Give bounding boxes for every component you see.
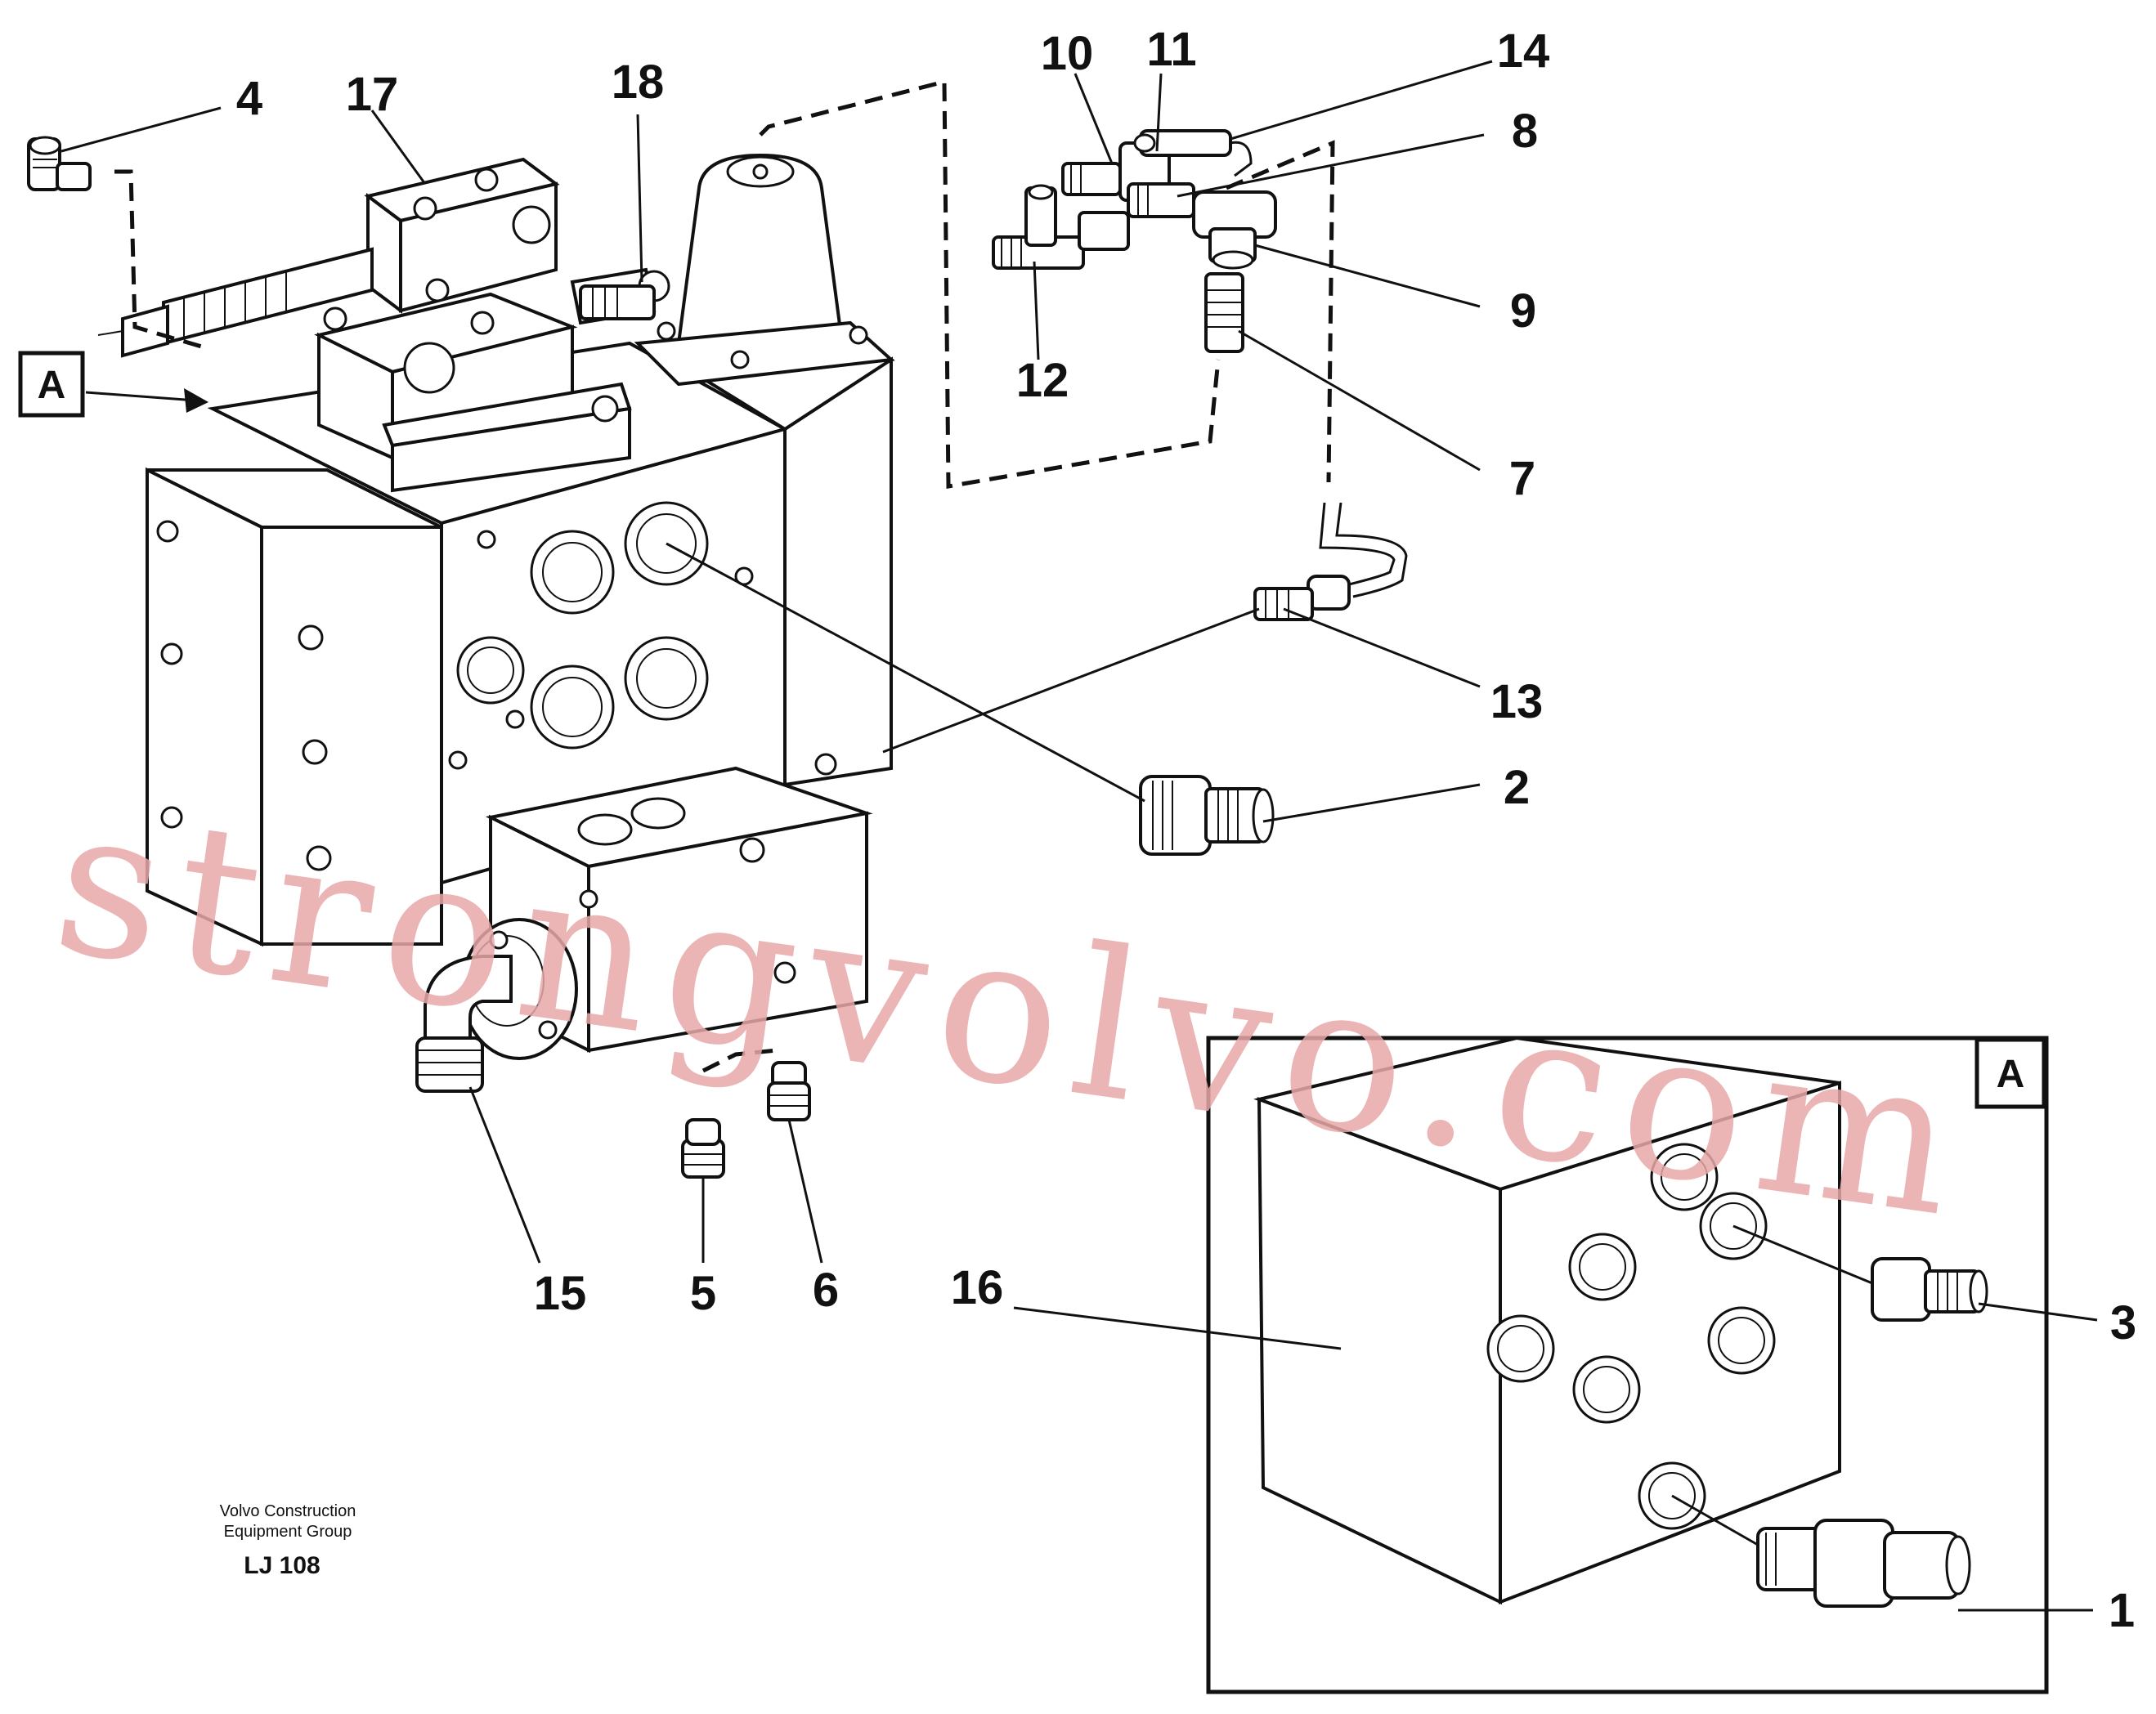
detail-frame [1206, 1036, 2049, 1694]
fitting-9-elbow [1192, 190, 1277, 270]
fitting-18-adapter [579, 284, 656, 320]
view-a-label-box [18, 351, 85, 418]
footer-company-line2: Equipment Group [224, 1523, 352, 1541]
fitting-6-plug [767, 1061, 811, 1121]
callout-16: 16 [951, 1261, 1004, 1314]
fitting-4-elbow [27, 136, 92, 191]
callout-18: 18 [612, 56, 665, 109]
detail-view-a: A [1206, 1036, 2049, 1694]
footer: Volvo Construction Equipment Group LJ 10… [220, 1502, 356, 1579]
detail-label-box [1974, 1037, 2046, 1109]
callout-17: 17 [346, 68, 399, 121]
fitting-7-connector [1204, 272, 1244, 353]
callout-1: 1 [2109, 1584, 2135, 1637]
callout-9: 9 [1510, 284, 1536, 338]
callout-7: 7 [1509, 452, 1535, 505]
left-end-plate [146, 467, 443, 947]
leader-lines [61, 60, 2098, 1612]
callout-15: 15 [534, 1267, 587, 1320]
dashed-connections [114, 78, 1335, 1073]
callout-10: 10 [1041, 27, 1094, 80]
callout-2: 2 [1504, 761, 1530, 814]
fitting-14-pipe [1230, 141, 1253, 177]
solenoid-coil [97, 247, 374, 358]
fitting-12-tee [992, 184, 1130, 270]
callout-3: 3 [2110, 1296, 2136, 1349]
callout-5: 5 [690, 1267, 716, 1320]
solenoid-valve [97, 157, 632, 493]
valve-assembly [97, 153, 895, 1060]
fitting-8-union [1127, 182, 1195, 218]
callout-12: 12 [1016, 354, 1069, 407]
fitting-3-nipple [1871, 1257, 1988, 1322]
fitting-13-pipe [1253, 502, 1408, 621]
callout-11: 11 [1146, 23, 1196, 76]
pressure-dome [570, 153, 895, 387]
detail-label-letter: A [1997, 1053, 2025, 1096]
lower-manifold [460, 766, 873, 1060]
callout-13: 13 [1490, 675, 1544, 728]
fitting-1-coupling [1756, 1519, 1971, 1608]
fitting-5-plug [681, 1118, 725, 1179]
callout-6: 6 [813, 1264, 839, 1317]
fitting-15-elbow [415, 955, 513, 1093]
fitting-10-nipple [1061, 162, 1122, 196]
footer-company-line1: Volvo Construction [220, 1502, 356, 1520]
view-a-label-letter: A [38, 364, 66, 407]
callout-4: 4 [236, 72, 262, 125]
fitting-2-nipple [1139, 775, 1275, 856]
callout-8: 8 [1512, 105, 1538, 158]
footer-drawing-code: LJ 108 [244, 1552, 320, 1579]
callout-14: 14 [1497, 25, 1550, 78]
callout-numbers: 4 17 18 10 11 14 8 9 12 7 13 2 15 5 6 16… [236, 23, 2136, 1637]
detail-valve-block [1253, 1036, 1841, 1605]
watermark-text: strongvolvo.com [43, 760, 1983, 1264]
